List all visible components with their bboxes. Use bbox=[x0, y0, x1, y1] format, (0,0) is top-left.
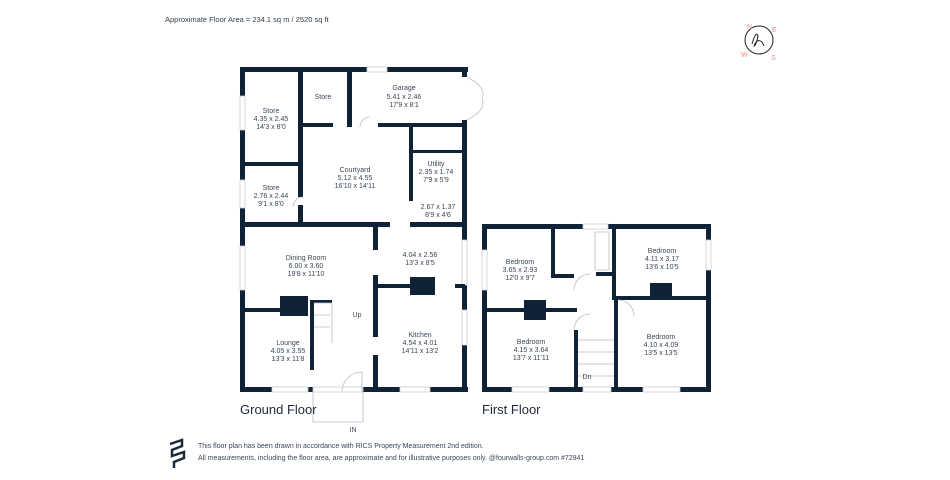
svg-text:9'1 x 8'0: 9'1 x 8'0 bbox=[258, 201, 284, 208]
svg-text:5.12 x 4.55: 5.12 x 4.55 bbox=[338, 175, 373, 182]
svg-text:4.54 x 4.01: 4.54 x 4.01 bbox=[403, 340, 438, 347]
first-floor-walls bbox=[481, 223, 712, 393]
svg-text:Bedroom: Bedroom bbox=[506, 259, 535, 266]
footer-line-1: This floor plan has been drawn in accord… bbox=[198, 443, 484, 450]
svg-text:2.76 x 2.44: 2.76 x 2.44 bbox=[254, 193, 289, 200]
room-bedroom-3: Bedroom 4.15 x 3.64 13'7 x 11'11 bbox=[513, 339, 549, 362]
svg-text:Garage: Garage bbox=[392, 85, 415, 92]
svg-text:Bedroom: Bedroom bbox=[517, 339, 546, 346]
svg-text:Store: Store bbox=[263, 185, 280, 192]
svg-text:13'7 x 11'11: 13'7 x 11'11 bbox=[513, 355, 549, 362]
room-back-area: 4.04 x 2.56 13'3 x 8'5 bbox=[403, 252, 438, 267]
svg-text:Utility: Utility bbox=[427, 161, 445, 168]
svg-text:Lounge: Lounge bbox=[276, 340, 299, 347]
room-dining: Dining Room 6.00 x 3.60 19'8 x 11'10 bbox=[286, 255, 327, 278]
room-store-3: Store 2.76 x 2.44 9'1 x 8'0 bbox=[254, 185, 289, 208]
floor-area-text: Approximate Floor Area = 234.1 sq m / 25… bbox=[165, 15, 329, 24]
ground-floor-walls bbox=[239, 66, 484, 423]
room-lounge: Lounge 4.05 x 3.55 13'3 x 11'8 bbox=[271, 340, 306, 363]
stairs-up-label: Up bbox=[353, 312, 362, 319]
compass-w: W bbox=[741, 52, 748, 59]
svg-text:Kitchen: Kitchen bbox=[408, 332, 431, 339]
room-hall-small: 2.67 x 1.37 8'9 x 4'6 bbox=[421, 204, 456, 219]
svg-text:4.10 x 4.09: 4.10 x 4.09 bbox=[644, 342, 679, 349]
svg-text:19'8 x 11'10: 19'8 x 11'10 bbox=[288, 271, 325, 278]
svg-text:14'11 x 13'2: 14'11 x 13'2 bbox=[402, 348, 439, 355]
room-courtyard: Courtyard 5.12 x 4.55 16'10 x 14'11 bbox=[335, 167, 376, 190]
svg-text:13'3 x 11'8: 13'3 x 11'8 bbox=[272, 356, 305, 363]
footer-line-2: All measurements, including the floor ar… bbox=[198, 455, 585, 462]
svg-text:5.41 x 2.46: 5.41 x 2.46 bbox=[387, 94, 422, 101]
entrance-label: IN bbox=[350, 427, 357, 434]
svg-text:4.15 x 3.64: 4.15 x 3.64 bbox=[514, 347, 549, 354]
first-floor-title: First Floor bbox=[482, 402, 541, 417]
compass-icon: N E W S bbox=[741, 24, 777, 62]
svg-text:Dining Room: Dining Room bbox=[286, 255, 327, 262]
svg-text:4.11 x 3.17: 4.11 x 3.17 bbox=[645, 256, 679, 263]
ground-floor-title: Ground Floor bbox=[240, 402, 317, 417]
compass-n: N bbox=[747, 24, 752, 31]
svg-text:17'9 x 8'1: 17'9 x 8'1 bbox=[389, 102, 419, 109]
svg-text:16'10 x 14'11: 16'10 x 14'11 bbox=[335, 183, 376, 190]
svg-text:12'0 x 9'7: 12'0 x 9'7 bbox=[505, 275, 535, 282]
svg-text:Courtyard: Courtyard bbox=[340, 167, 371, 174]
svg-text:Store: Store bbox=[315, 94, 332, 101]
svg-text:8'9 x 4'6: 8'9 x 4'6 bbox=[425, 212, 451, 219]
room-bedroom-1: Bedroom 3.65 x 2.93 12'0 x 9'7 bbox=[503, 259, 538, 282]
svg-text:7'9 x 5'9: 7'9 x 5'9 bbox=[423, 177, 449, 184]
room-store-1: Store 4.35 x 2.45 14'3 x 8'0 bbox=[254, 108, 289, 131]
svg-text:6.00 x 3.60: 6.00 x 3.60 bbox=[289, 263, 324, 270]
svg-text:2.67 x 1.37: 2.67 x 1.37 bbox=[421, 204, 456, 211]
svg-text:Store: Store bbox=[263, 108, 280, 115]
svg-text:4.35 x 2.45: 4.35 x 2.45 bbox=[254, 116, 289, 123]
svg-text:2.35 x 1.74: 2.35 x 1.74 bbox=[419, 169, 454, 176]
fourwalls-logo-icon bbox=[169, 438, 186, 468]
svg-text:4.04 x 2.56: 4.04 x 2.56 bbox=[403, 252, 438, 259]
svg-text:14'3 x 8'0: 14'3 x 8'0 bbox=[256, 124, 286, 131]
room-kitchen: Kitchen 4.54 x 4.01 14'11 x 13'2 bbox=[402, 332, 439, 355]
room-bedroom-2: Bedroom 4.11 x 3.17 13'6 x 10'5 bbox=[645, 248, 679, 271]
svg-text:Bedroom: Bedroom bbox=[647, 334, 676, 341]
room-garage: Garage 5.41 x 2.46 17'9 x 8'1 bbox=[387, 85, 422, 109]
compass-e: E bbox=[772, 27, 777, 34]
svg-text:3.65 x 2.93: 3.65 x 2.93 bbox=[503, 267, 538, 274]
stairs-down-label: Dn bbox=[583, 374, 592, 381]
svg-text:4.05 x 3.55: 4.05 x 3.55 bbox=[271, 348, 306, 355]
room-store-2: Store bbox=[315, 94, 332, 101]
svg-text:13'3 x 8'5: 13'3 x 8'5 bbox=[405, 260, 435, 267]
room-bedroom-4: Bedroom 4.10 x 4.09 13'5 x 13'5 bbox=[644, 334, 679, 357]
compass-s: S bbox=[771, 55, 776, 62]
svg-text:13'6 x 10'5: 13'6 x 10'5 bbox=[645, 264, 679, 271]
svg-text:13'5 x 13'5: 13'5 x 13'5 bbox=[644, 350, 678, 357]
svg-text:Bedroom: Bedroom bbox=[648, 248, 677, 255]
room-utility: Utility 2.35 x 1.74 7'9 x 5'9 bbox=[419, 161, 454, 184]
